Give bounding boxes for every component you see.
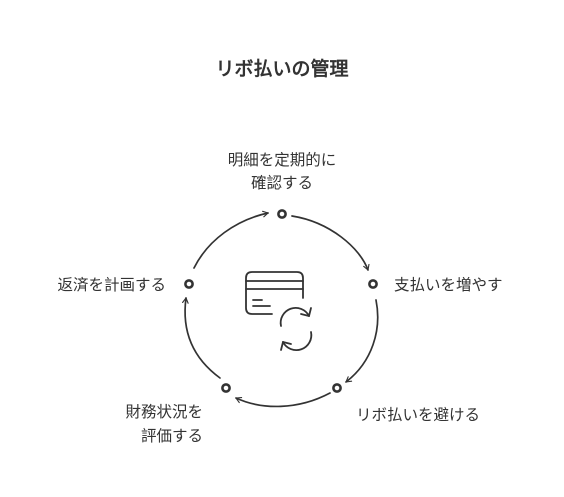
arrow-plan-to-review <box>193 210 269 269</box>
step-label-avoid: リボ払いを避ける <box>356 406 480 424</box>
node-plan <box>184 279 194 289</box>
arrow-avoid-to-evaluate <box>235 392 331 408</box>
step-label-evaluate-line1: 財務状況を <box>125 403 203 421</box>
cycle-arrows <box>182 210 379 408</box>
node-increase <box>368 279 378 289</box>
step-label-increase: 支払いを増やす <box>394 276 503 294</box>
credit-card-cycle-icon <box>245 271 313 351</box>
node-review <box>277 209 287 219</box>
arrow-review-to-increase <box>291 215 370 271</box>
node-avoid <box>332 383 342 393</box>
node-evaluate <box>221 383 231 393</box>
step-label-review-line2: 確認する <box>251 174 313 192</box>
arrow-evaluate-to-plan <box>182 297 221 379</box>
arrow-increase-to-avoid <box>345 299 379 383</box>
diagram-title: リボ払いの管理 <box>215 57 348 80</box>
cycle-nodes <box>184 209 378 393</box>
step-label-review-line1: 明細を定期的に <box>228 151 337 169</box>
step-label-evaluate-line2: 評価する <box>141 427 203 445</box>
step-label-plan: 返済を計画する <box>57 276 166 294</box>
